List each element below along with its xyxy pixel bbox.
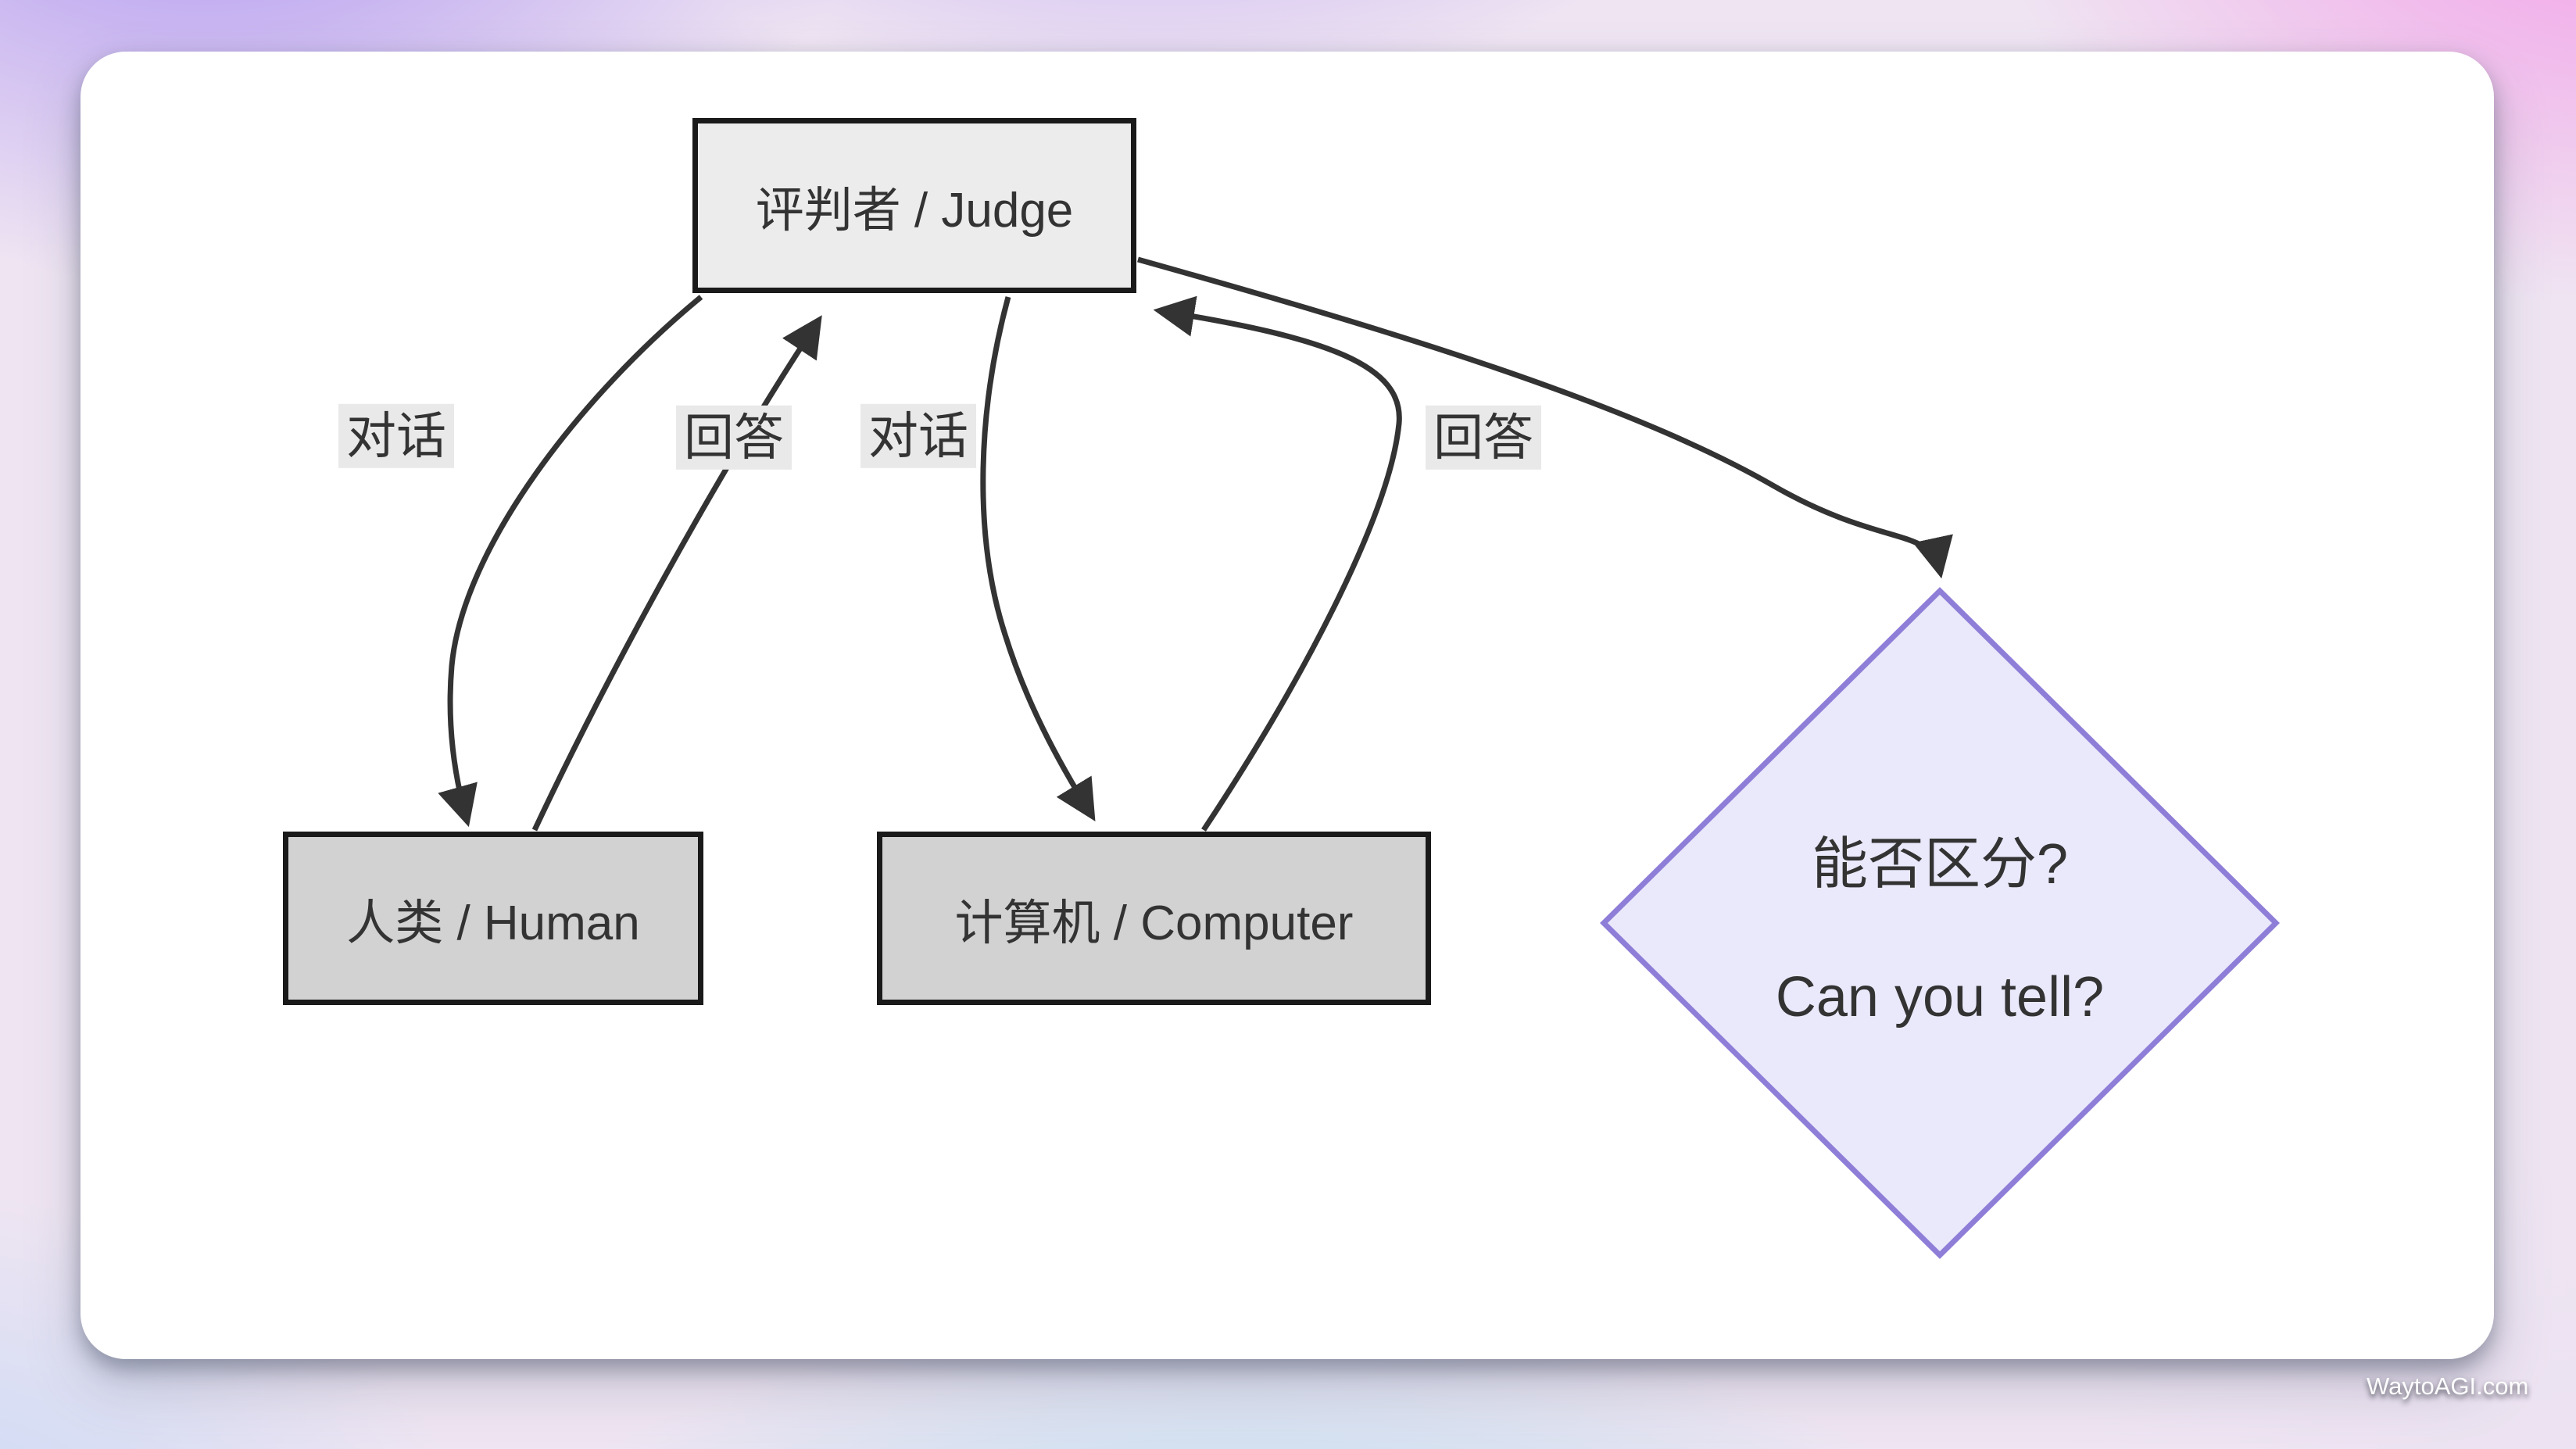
node-computer: 计算机 / Computer bbox=[877, 832, 1431, 1005]
node-human: 人类 / Human bbox=[283, 832, 703, 1005]
node-decision: 能否区分? Can you tell? bbox=[1682, 793, 2198, 1053]
edge-computer-judge bbox=[1153, 295, 1402, 832]
edge-label-dialogue-human: 对话 bbox=[338, 403, 454, 469]
decision-diamond-shape bbox=[1600, 587, 2280, 1259]
edge-judge-human bbox=[438, 295, 703, 828]
node-judge-label: 评判者 / Judge bbox=[755, 184, 1074, 238]
node-judge: 评判者 / Judge bbox=[692, 118, 1136, 293]
node-human-label: 人类 / Human bbox=[346, 896, 640, 950]
edge-judge-computer bbox=[980, 296, 1096, 821]
node-computer-label: 计算机 / Computer bbox=[954, 896, 1354, 950]
node-decision-label-zh: 能否区分? bbox=[1811, 832, 2069, 896]
watermark: WaytoAGI.com bbox=[2367, 1372, 2529, 1400]
edge-judge-decision bbox=[1137, 256, 1953, 579]
edge-label-dialogue-computer: 对话 bbox=[860, 403, 976, 469]
edge-label-answer-human: 回答 bbox=[676, 405, 792, 470]
node-decision-label-en: Can you tell? bbox=[1775, 965, 2105, 1029]
edge-label-answer-computer: 回答 bbox=[1426, 405, 1541, 470]
diagram-canvas bbox=[80, 52, 2494, 1359]
edge-human-judge bbox=[531, 315, 822, 832]
